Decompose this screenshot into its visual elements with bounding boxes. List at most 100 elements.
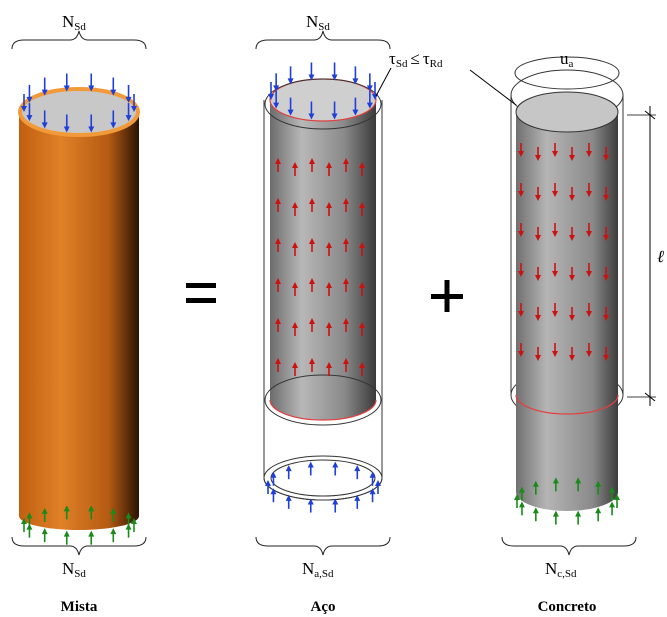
bond-arrow-head — [569, 355, 575, 361]
reaction-arrow-head — [332, 498, 339, 505]
bond-arrow-head — [603, 235, 609, 241]
reaction-arrow-head — [614, 494, 620, 500]
equals-bar-bottom — [186, 298, 216, 303]
reaction-arrow-head — [354, 465, 361, 472]
bond-arrow-head — [535, 235, 541, 241]
bond-arrow-head — [535, 275, 541, 281]
bond-arrow-head — [359, 242, 365, 248]
bond-shear-arrows — [275, 158, 365, 376]
bond-arrow-head — [518, 151, 524, 157]
perimeter-ellipse — [514, 56, 620, 90]
bond-arrow-head — [552, 151, 558, 157]
bond-arrow-head — [343, 158, 349, 164]
bond-arrow-head — [586, 151, 592, 157]
bond-shear-arrows — [518, 143, 609, 361]
load-arrow-head — [41, 89, 48, 96]
bond-arrow-head — [326, 322, 332, 328]
plus-operator — [431, 280, 463, 312]
dim-ticks — [644, 110, 656, 402]
load-arrow-head — [287, 78, 294, 85]
bond-arrow-head — [603, 275, 609, 281]
reaction-arrow-head — [26, 523, 33, 530]
bond-arrow-head — [552, 351, 558, 357]
load-arrow-head — [110, 122, 117, 129]
load-arrow-head — [21, 106, 27, 112]
bond-length-end-edge — [515, 394, 619, 415]
reaction-arrow-head — [88, 530, 95, 537]
reaction-arrow-head — [125, 512, 132, 519]
load-arrow-head — [273, 85, 280, 92]
reaction-arrow-head — [332, 461, 339, 468]
top-brace — [11, 30, 147, 50]
bond-arrow-head — [309, 358, 315, 364]
bond-arrow-head — [309, 278, 315, 284]
load-arrow-head — [273, 102, 280, 109]
top-load-arrows — [268, 62, 378, 120]
bond-arrow-head — [292, 242, 298, 248]
bond-arrow-head — [569, 275, 575, 281]
bond-arrow-head — [292, 202, 298, 208]
bond-arrow-head — [552, 231, 558, 237]
bond-arrow-head — [326, 362, 332, 368]
bond-arrow-head — [309, 198, 315, 204]
bottom-reaction-arrows — [514, 477, 620, 525]
load-arrow-head — [352, 78, 359, 85]
bottom-reaction-arrows — [21, 505, 137, 545]
bond-arrow-head — [343, 318, 349, 324]
length-label: ℓ — [657, 247, 664, 266]
reaction-arrow-head — [514, 494, 520, 500]
reaction-arrow-head — [575, 477, 582, 484]
bond-arrow-head — [359, 282, 365, 288]
bond-arrow-head — [552, 271, 558, 277]
panel-concreto: ua ℓ Nc,Sd Concreto — [469, 49, 664, 615]
steel-tube-top-face — [269, 78, 377, 122]
bond-arrow-head — [518, 271, 524, 277]
reaction-arrow-head — [63, 530, 70, 537]
bond-arrow-head — [535, 315, 541, 321]
bond-arrow-head — [275, 318, 281, 324]
reaction-arrow-head — [125, 523, 132, 530]
load-arrow-head — [366, 85, 373, 92]
bond-arrow-head — [569, 315, 575, 321]
bond-arrow-head — [586, 351, 592, 357]
tube-cut-edge — [269, 399, 377, 421]
bond-arrow-head — [603, 315, 609, 321]
bond-arrow-head — [326, 202, 332, 208]
bond-arrow-head — [535, 195, 541, 201]
panel-aco: NSd τSd≤τRd Na,Sd Aço — [255, 12, 443, 615]
top-load-label: NSd — [62, 12, 86, 33]
bond-arrow-head — [275, 158, 281, 164]
bond-arrow-head — [343, 358, 349, 364]
top-load-label: NSd — [306, 12, 330, 33]
concrete-core-body — [516, 112, 618, 511]
bottom-brace — [11, 536, 147, 556]
reaction-arrow-head — [110, 528, 117, 535]
concrete-core-top-face — [515, 91, 619, 133]
load-arrow-head — [331, 74, 338, 81]
load-arrow-head — [26, 96, 33, 103]
bond-arrow-head — [518, 351, 524, 357]
bond-arrow-head — [292, 162, 298, 168]
load-arrow-head — [110, 89, 117, 96]
bond-arrow-head — [535, 155, 541, 161]
bond-arrow-head — [275, 278, 281, 284]
bond-arrow-head — [292, 322, 298, 328]
reaction-arrow-head — [270, 471, 277, 478]
bottom-load-label: Na,Sd — [302, 559, 334, 580]
reaction-arrow-head — [369, 488, 376, 495]
load-arrow-head — [308, 113, 315, 120]
plus-bar-vertical — [444, 280, 450, 312]
reaction-arrow-head — [575, 510, 582, 517]
bond-arrow-head — [275, 358, 281, 364]
top-load-arrows — [21, 73, 137, 133]
bond-arrow-head — [359, 362, 365, 368]
panel-mista: NSd NSd Mista — [11, 12, 147, 615]
load-arrow-head — [125, 96, 132, 103]
bond-arrow-head — [603, 155, 609, 161]
load-arrow-head — [88, 126, 95, 133]
bond-arrow-head — [343, 198, 349, 204]
load-arrow-head — [63, 126, 70, 133]
load-arrow-head — [26, 115, 33, 122]
bottom-load-label: NSd — [62, 559, 86, 580]
